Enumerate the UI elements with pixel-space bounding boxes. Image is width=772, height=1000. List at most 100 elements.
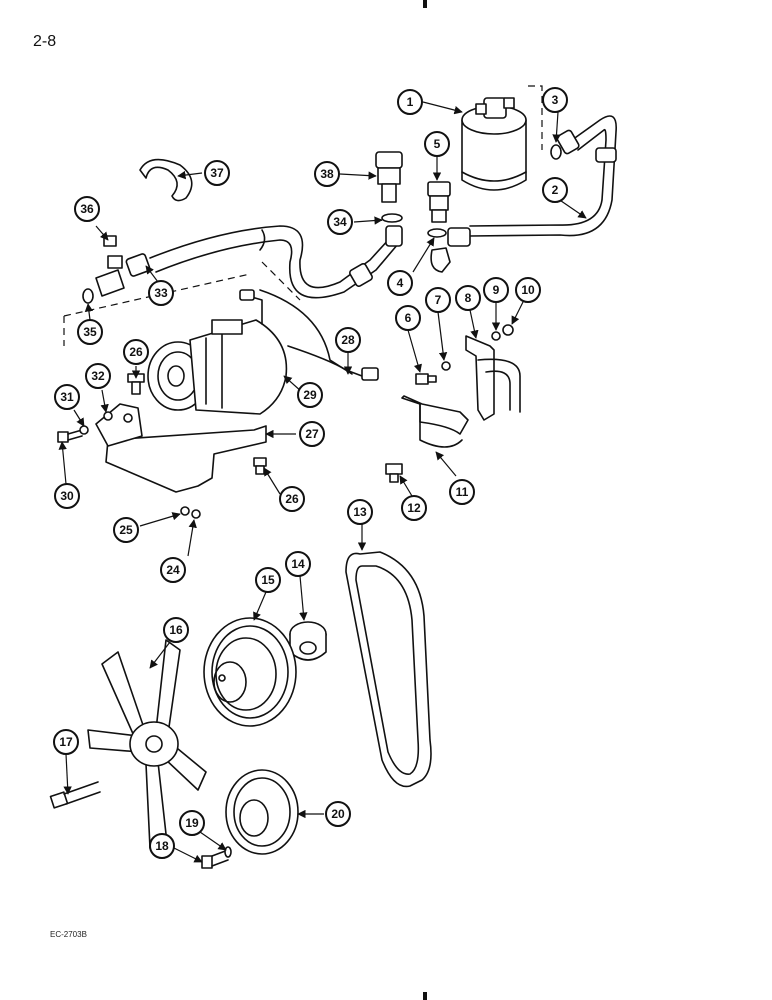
callout-number: 15 <box>261 573 275 587</box>
callout-35: 35 <box>77 319 103 345</box>
hose-2 <box>430 115 617 273</box>
washer-7 <box>441 361 451 371</box>
callout-circle <box>424 131 450 157</box>
callout-number: 13 <box>353 505 367 519</box>
callout-14: 14 <box>285 551 311 577</box>
callout-circle <box>347 499 373 525</box>
callout-number: 34 <box>333 215 347 229</box>
bolt-30 <box>57 429 83 443</box>
fan-16 <box>87 639 207 853</box>
callout-32: 32 <box>85 363 111 389</box>
spacer-14 <box>289 621 327 661</box>
callout-number: 19 <box>185 816 199 830</box>
callout-number: 32 <box>91 369 105 383</box>
callout-13: 13 <box>347 499 373 525</box>
callout-circle <box>204 160 230 186</box>
callout-27: 27 <box>299 421 325 447</box>
callout-number: 26 <box>129 345 143 359</box>
callout-36: 36 <box>74 196 100 222</box>
o-ring-3 <box>550 144 562 160</box>
bolt-26-lower <box>253 457 267 475</box>
callout-29: 29 <box>297 382 323 408</box>
callout-number: 36 <box>80 202 94 216</box>
callout-circle <box>123 339 149 365</box>
callout-number: 8 <box>465 291 472 305</box>
callout-number: 28 <box>341 333 355 347</box>
callout-number: 37 <box>210 166 224 180</box>
v-belt <box>345 551 432 788</box>
callout-number: 31 <box>60 390 74 404</box>
callout-circle <box>54 483 80 509</box>
callout-number: 30 <box>60 489 74 503</box>
pulley-15 <box>203 617 297 727</box>
callout-number: 5 <box>434 137 441 151</box>
compressor-bracket <box>95 403 267 493</box>
bolt-18 <box>201 849 229 869</box>
callout-number: 2 <box>552 183 559 197</box>
clamp-37 <box>139 158 193 202</box>
page-number: 2-8 <box>33 33 57 50</box>
callout-circle <box>74 196 100 222</box>
callout-number: 17 <box>59 735 73 749</box>
callout-11: 11 <box>449 479 475 505</box>
callout-28: 28 <box>335 327 361 353</box>
callout-circle <box>335 327 361 353</box>
callout-1: 1 <box>397 89 423 115</box>
callout-6: 6 <box>395 305 421 331</box>
callout-circle <box>148 280 174 306</box>
callout-26: 26 <box>123 339 149 365</box>
callout-number: 20 <box>331 807 345 821</box>
callout-number: 26 <box>285 492 299 506</box>
fitting-5 <box>427 181 451 223</box>
o-ring-35 <box>82 288 94 304</box>
bolt-6 <box>415 373 437 385</box>
receiver-drier <box>461 97 527 191</box>
callout-38: 38 <box>314 161 340 187</box>
washer-9 <box>491 331 501 341</box>
callout-9: 9 <box>483 277 509 303</box>
callout-number: 38 <box>320 167 334 181</box>
callout-number: 27 <box>305 427 319 441</box>
callout-number: 24 <box>166 563 180 577</box>
callout-circle <box>77 319 103 345</box>
washer-31 <box>79 425 89 435</box>
callout-4: 4 <box>387 270 413 296</box>
callout-circle <box>314 161 340 187</box>
callout-circle <box>53 729 79 755</box>
drier-bracket <box>401 335 521 448</box>
callout-12: 12 <box>401 495 427 521</box>
callout-16: 16 <box>163 617 189 643</box>
callout-circle <box>279 486 305 512</box>
callout-circle <box>85 363 111 389</box>
callout-number: 33 <box>154 286 168 300</box>
nut-24 <box>191 509 201 519</box>
callout-20: 20 <box>325 801 351 827</box>
callout-circle <box>54 384 80 410</box>
callout-8: 8 <box>455 285 481 311</box>
callout-34: 34 <box>327 209 353 235</box>
callout-15: 15 <box>255 567 281 593</box>
callout-26: 26 <box>279 486 305 512</box>
callout-circle <box>542 87 568 113</box>
callout-24: 24 <box>160 557 186 583</box>
callout-30: 30 <box>54 483 80 509</box>
callout-number: 10 <box>521 283 535 297</box>
drawing-code: EC-2703B <box>50 930 87 939</box>
callout-circle <box>387 270 413 296</box>
callout-number: 11 <box>456 485 469 499</box>
callout-number: 9 <box>493 283 500 297</box>
callout-circle <box>179 810 205 836</box>
callout-10: 10 <box>515 277 541 303</box>
callout-number: 25 <box>119 523 133 537</box>
callout-31: 31 <box>54 384 80 410</box>
callout-circle <box>325 801 351 827</box>
callout-number: 16 <box>169 623 183 637</box>
callout-number: 3 <box>552 93 559 107</box>
callout-circle <box>163 617 189 643</box>
callout-circle <box>160 557 186 583</box>
fitting-38 <box>375 151 403 203</box>
hose-33 <box>95 225 403 299</box>
callout-17: 17 <box>53 729 79 755</box>
wire-28 <box>259 289 353 375</box>
